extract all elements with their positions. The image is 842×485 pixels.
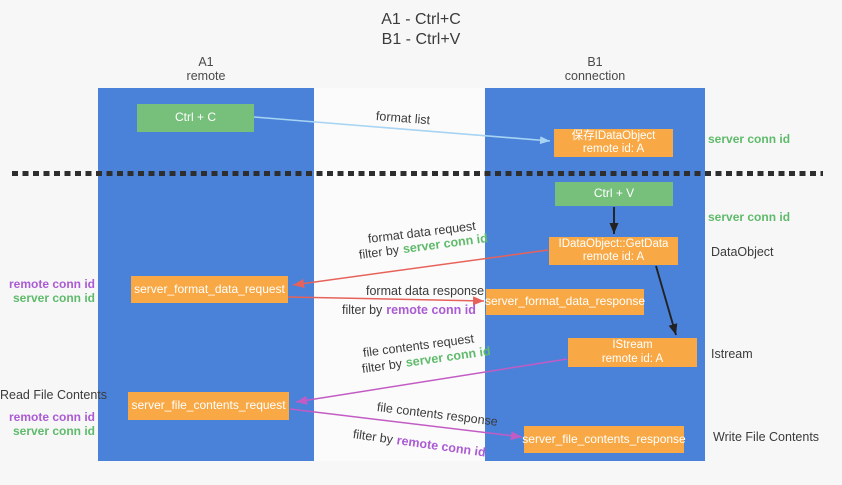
getdata-line1: IDataObject::GetData: [558, 237, 669, 250]
left-label-server-conn-id-mid: server conn id: [12, 291, 95, 305]
istream-line2: remote id: A: [601, 352, 664, 365]
server-file-contents-request-label: server_file_contents_request: [131, 398, 286, 413]
node-server-file-contents-response: server_file_contents_response: [522, 426, 686, 453]
save-idataobject-line2: remote id: A: [582, 143, 645, 155]
lane-a1-name: A1: [198, 55, 214, 69]
save-idataobject-line1: 保存IDataObject: [571, 129, 656, 142]
node-server-format-data-response: server_format_data_response: [484, 289, 646, 315]
right-label-istream: Istream: [711, 347, 753, 361]
node-idataobject-getdata: IDataObject::GetData remote id: A: [549, 237, 678, 265]
remote-conn-id-text: remote conn id: [386, 303, 476, 317]
server-format-data-request-label: server_format_data_request: [134, 281, 285, 296]
node-server-format-data-request: server_format_data_request: [131, 276, 288, 303]
node-server-file-contents-request: server_file_contents_request: [128, 392, 289, 420]
lane-a1-role: remote: [186, 69, 226, 83]
filter-by-text: filter by: [342, 303, 383, 317]
label-format-data-response: format data response: [366, 284, 485, 298]
left-label-remote-conn-id-bottom: remote conn id: [8, 410, 95, 424]
right-label-server-conn-id-top: server conn id: [708, 132, 791, 146]
getdata-line2: remote id: A: [582, 251, 645, 263]
title-line-1: A1 - Ctrl+C: [381, 11, 461, 28]
ctrl-c-label: Ctrl + C: [174, 110, 216, 125]
node-istream: IStream remote id: A: [568, 338, 697, 367]
right-label-write-file-contents: Write File Contents: [713, 430, 820, 444]
server-format-data-response-label: server_format_data_response: [484, 294, 646, 309]
right-label-server-conn-id-mid: server conn id: [708, 210, 791, 224]
lane-b1-name: B1: [587, 55, 603, 69]
ctrl-v-label: Ctrl + V: [593, 186, 635, 201]
lane-header-a1: A1 remote: [98, 55, 314, 83]
left-label-server-conn-id-bottom: server conn id: [12, 424, 95, 438]
istream-line1: IStream: [612, 339, 653, 351]
left-label-remote-conn-id-mid: remote conn id: [8, 277, 95, 291]
right-label-dataobject: DataObject: [711, 245, 774, 259]
lane-header-b1: B1 connection: [485, 55, 705, 83]
server-file-contents-response-label: server_file_contents_response: [522, 431, 686, 446]
node-save-idataobject: 保存IDataObject remote id: A: [554, 129, 673, 157]
left-label-read-file-contents: Read File Contents: [0, 388, 108, 402]
node-ctrl-c: Ctrl + C: [137, 104, 254, 132]
lane-b1-role: connection: [564, 69, 626, 83]
node-ctrl-v: Ctrl + V: [555, 182, 673, 206]
title-line-2: B1 - Ctrl+V: [381, 31, 461, 48]
diagram-title: A1 - Ctrl+C B1 - Ctrl+V: [0, 10, 842, 50]
phase-separator-dotted-line: [12, 171, 823, 176]
